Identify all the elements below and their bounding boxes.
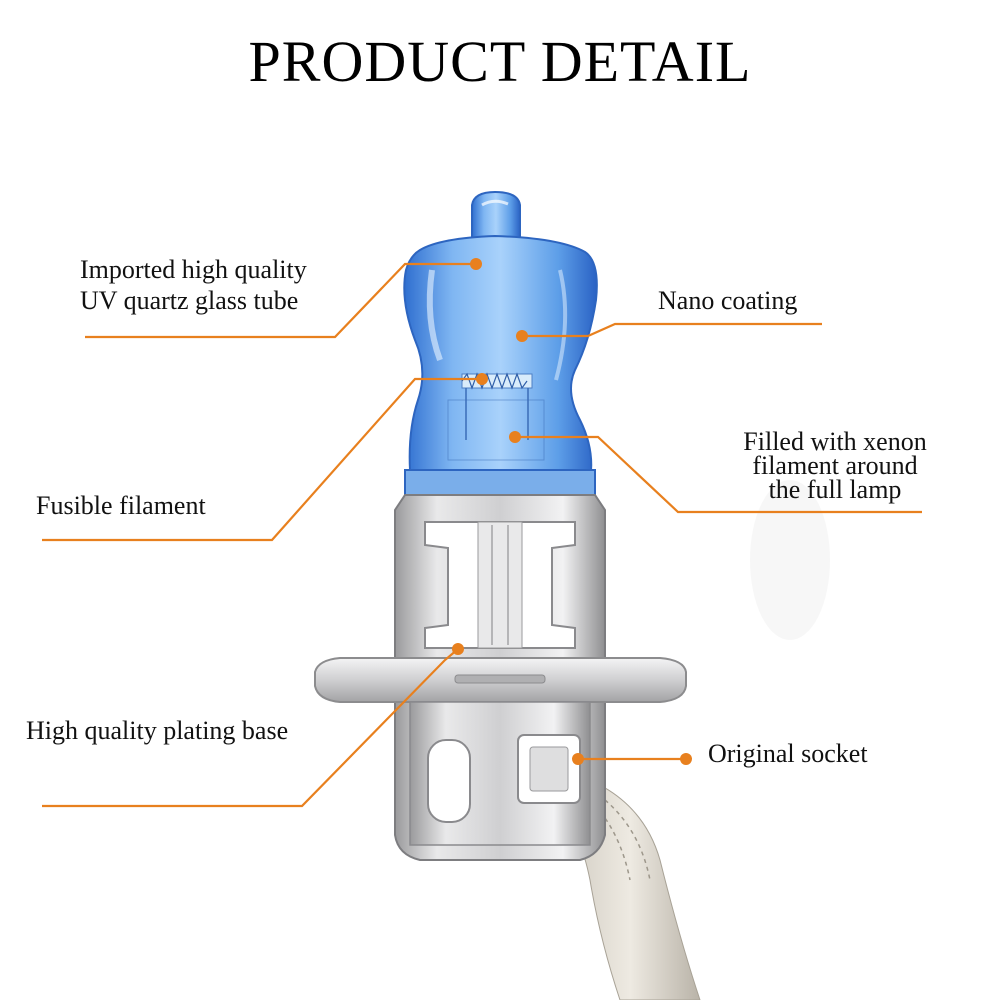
background-glow	[750, 480, 830, 640]
callout-label-original-socket: Original socket	[708, 739, 868, 768]
filament-coil	[447, 372, 545, 461]
callout-line-base	[42, 648, 459, 808]
callout-dot-base	[452, 643, 464, 655]
callout-dot-socket-right	[680, 753, 692, 765]
callout-dot-socket-left	[572, 753, 584, 765]
callout-label-nano-coating: Nano coating	[658, 286, 798, 315]
callout-dot-uv	[470, 258, 482, 270]
metal-base	[314, 494, 687, 861]
callout-lines	[42, 262, 922, 808]
callout-dot-xenon	[509, 431, 521, 443]
callout-label-xenon: Filled with xenon filament around the fu…	[730, 427, 940, 504]
callout-line-xenon	[515, 435, 922, 514]
callout-dot-nano	[516, 330, 528, 342]
callout-line-uv	[85, 262, 476, 339]
callout-label-uv-glass: Imported high quality UV quartz glass tu…	[80, 254, 307, 316]
callout-label-uv-line1: Imported high quality	[80, 255, 307, 284]
callout-label-xenon-line1: Filled with xenon	[743, 427, 927, 456]
callout-label-xenon-line3: the full lamp	[768, 475, 902, 504]
callout-dot-fusible	[476, 373, 488, 385]
callout-label-xenon-line2: filament around	[752, 451, 918, 480]
callout-label-fusible-filament: Fusible filament	[36, 491, 206, 520]
glass-tube	[403, 190, 598, 501]
callout-label-plating-base: High quality plating base	[26, 716, 289, 745]
callout-line-fusible	[42, 377, 482, 542]
callout-line-nano	[522, 322, 822, 338]
callout-dots	[452, 258, 692, 765]
callout-label-uv-line2: UV quartz glass tube	[80, 286, 299, 315]
page-title: PRODUCT DETAIL	[248, 29, 752, 94]
